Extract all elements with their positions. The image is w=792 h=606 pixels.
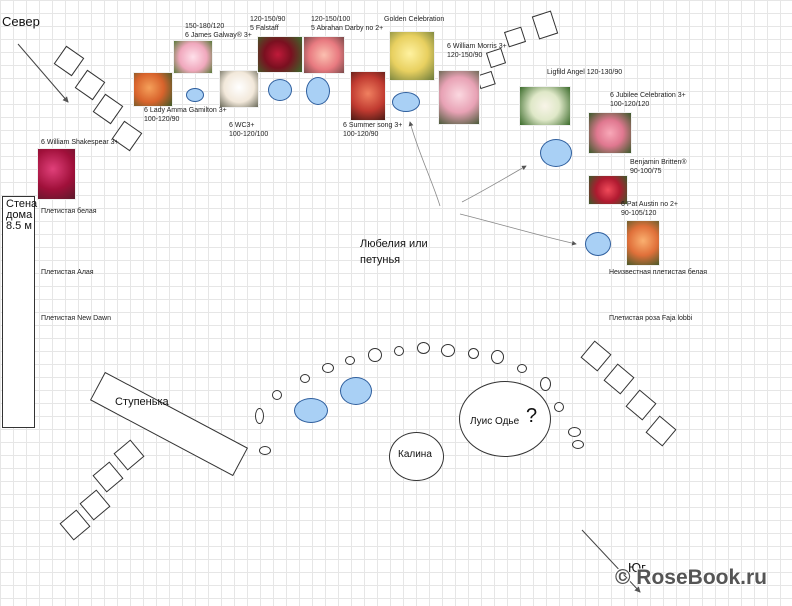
stepping-stone: [259, 446, 271, 455]
label-summer-song: 6 Summer song 3+ 100-120/90: [343, 122, 403, 138]
label-lichfield: Ligfild Angel 120-130/90: [547, 69, 623, 76]
rose-photo-britten: [588, 175, 628, 205]
house-wall-label: Стена дома 8.5 м: [6, 198, 38, 232]
stepping-stone: [345, 356, 355, 365]
stepping-stone: [468, 348, 479, 359]
louis-odier-circle: [459, 381, 551, 457]
label-britten: Benjamin Britten® 90-100/75: [630, 159, 687, 175]
stepping-stone: [300, 374, 310, 383]
label-climbing-new-dawn: Плетистая New Dawn: [41, 315, 111, 322]
blue-circle: [340, 377, 372, 405]
stepping-stone: [441, 344, 455, 357]
rose-photo-darby: [303, 36, 345, 74]
label-galway: 150-180/120 6 James Galway® 3+: [185, 23, 252, 39]
rose-photo-shakespeare: [37, 148, 76, 200]
label-morris: 6 William Morris 3+ 120-150/90: [447, 43, 507, 59]
rose-photo-wc: [219, 70, 259, 108]
rose-photo-morris: [438, 70, 480, 125]
stepping-stone: [572, 440, 584, 449]
label-golden: Golden Celebration: [384, 16, 445, 23]
rose-photo-falstaff: [257, 36, 303, 73]
stepping-stone: [394, 346, 404, 356]
blue-circle: [540, 139, 572, 167]
rose-photo-summer-song: [350, 71, 386, 121]
label-climbing-alaya: Плетистая Алая: [41, 269, 94, 276]
stepping-stone: [568, 427, 581, 437]
sketch-arrow-lower: [459, 213, 577, 246]
sketch-arrow-up: [408, 121, 441, 207]
stepping-stone: [255, 408, 264, 424]
stepping-stone: [517, 364, 527, 373]
label-darby: 120-150/100 5 Abrahan Darby no 2+: [311, 16, 384, 32]
house-wall: Стена дома 8.5 м: [2, 196, 38, 428]
rosebook-watermark: © RoseBook.ru: [615, 566, 767, 589]
label-jubilee: 6 Jubilee Celebration 3+ 100-120/120: [610, 92, 686, 108]
stepping-stone: [322, 363, 334, 373]
label-climbing-unknown: Неизвестная плетистая белая: [609, 269, 708, 276]
label-climbing-faja: Плетистая роза Faja lobbi: [609, 315, 693, 322]
label-falstaff: 120-150/90 5 Falstaff: [250, 16, 286, 32]
stepping-stone: [272, 390, 282, 400]
south-arrow: [581, 529, 641, 593]
rose-photo-lady-emma: [133, 72, 173, 107]
stepping-stone: [417, 342, 430, 354]
label-pat-austin: 6 Pat Austin no 2+ 90-105/120: [621, 201, 679, 217]
label-lady-emma: 6 Lady Amma Gamilton 3+ 100-120/90: [144, 107, 227, 123]
stepping-stone: [540, 377, 551, 391]
kalina-label: Калина: [398, 449, 432, 460]
louis-odier-label: Луис Одье: [470, 416, 520, 427]
kalina-circle: [389, 432, 444, 481]
blue-circle: [306, 77, 330, 105]
blue-circle: [186, 88, 204, 102]
label-climbing-white-left: Плетистая белая: [41, 208, 97, 215]
stepping-stone: [491, 350, 504, 364]
blue-circle: [294, 398, 328, 423]
blue-circle: [268, 79, 292, 101]
lobelia-label: Любелия или петунья: [360, 238, 428, 266]
rose-photo-pat-austin: [626, 220, 660, 266]
blue-circle: [585, 232, 611, 256]
rose-photo-jubilee: [588, 112, 632, 154]
north-label: Север: [2, 14, 40, 29]
south-label: Юг: [628, 560, 646, 575]
stepping-stone: [554, 402, 564, 412]
question-mark: ?: [526, 405, 538, 427]
sketch-arrow-right: [461, 165, 527, 203]
step-label: Ступенька: [115, 396, 169, 408]
blue-circle: [392, 92, 420, 112]
label-wc: 6 WC3+ 100-120/100: [229, 122, 269, 138]
rose-photo-lichfield: [519, 86, 571, 126]
stepping-stone: [368, 348, 382, 362]
rose-photo-golden: [389, 31, 435, 81]
label-shakespeare: 6 William Shakespear 3+: [41, 139, 119, 146]
rose-photo-galway: [173, 40, 213, 74]
north-arrow: [17, 43, 69, 103]
